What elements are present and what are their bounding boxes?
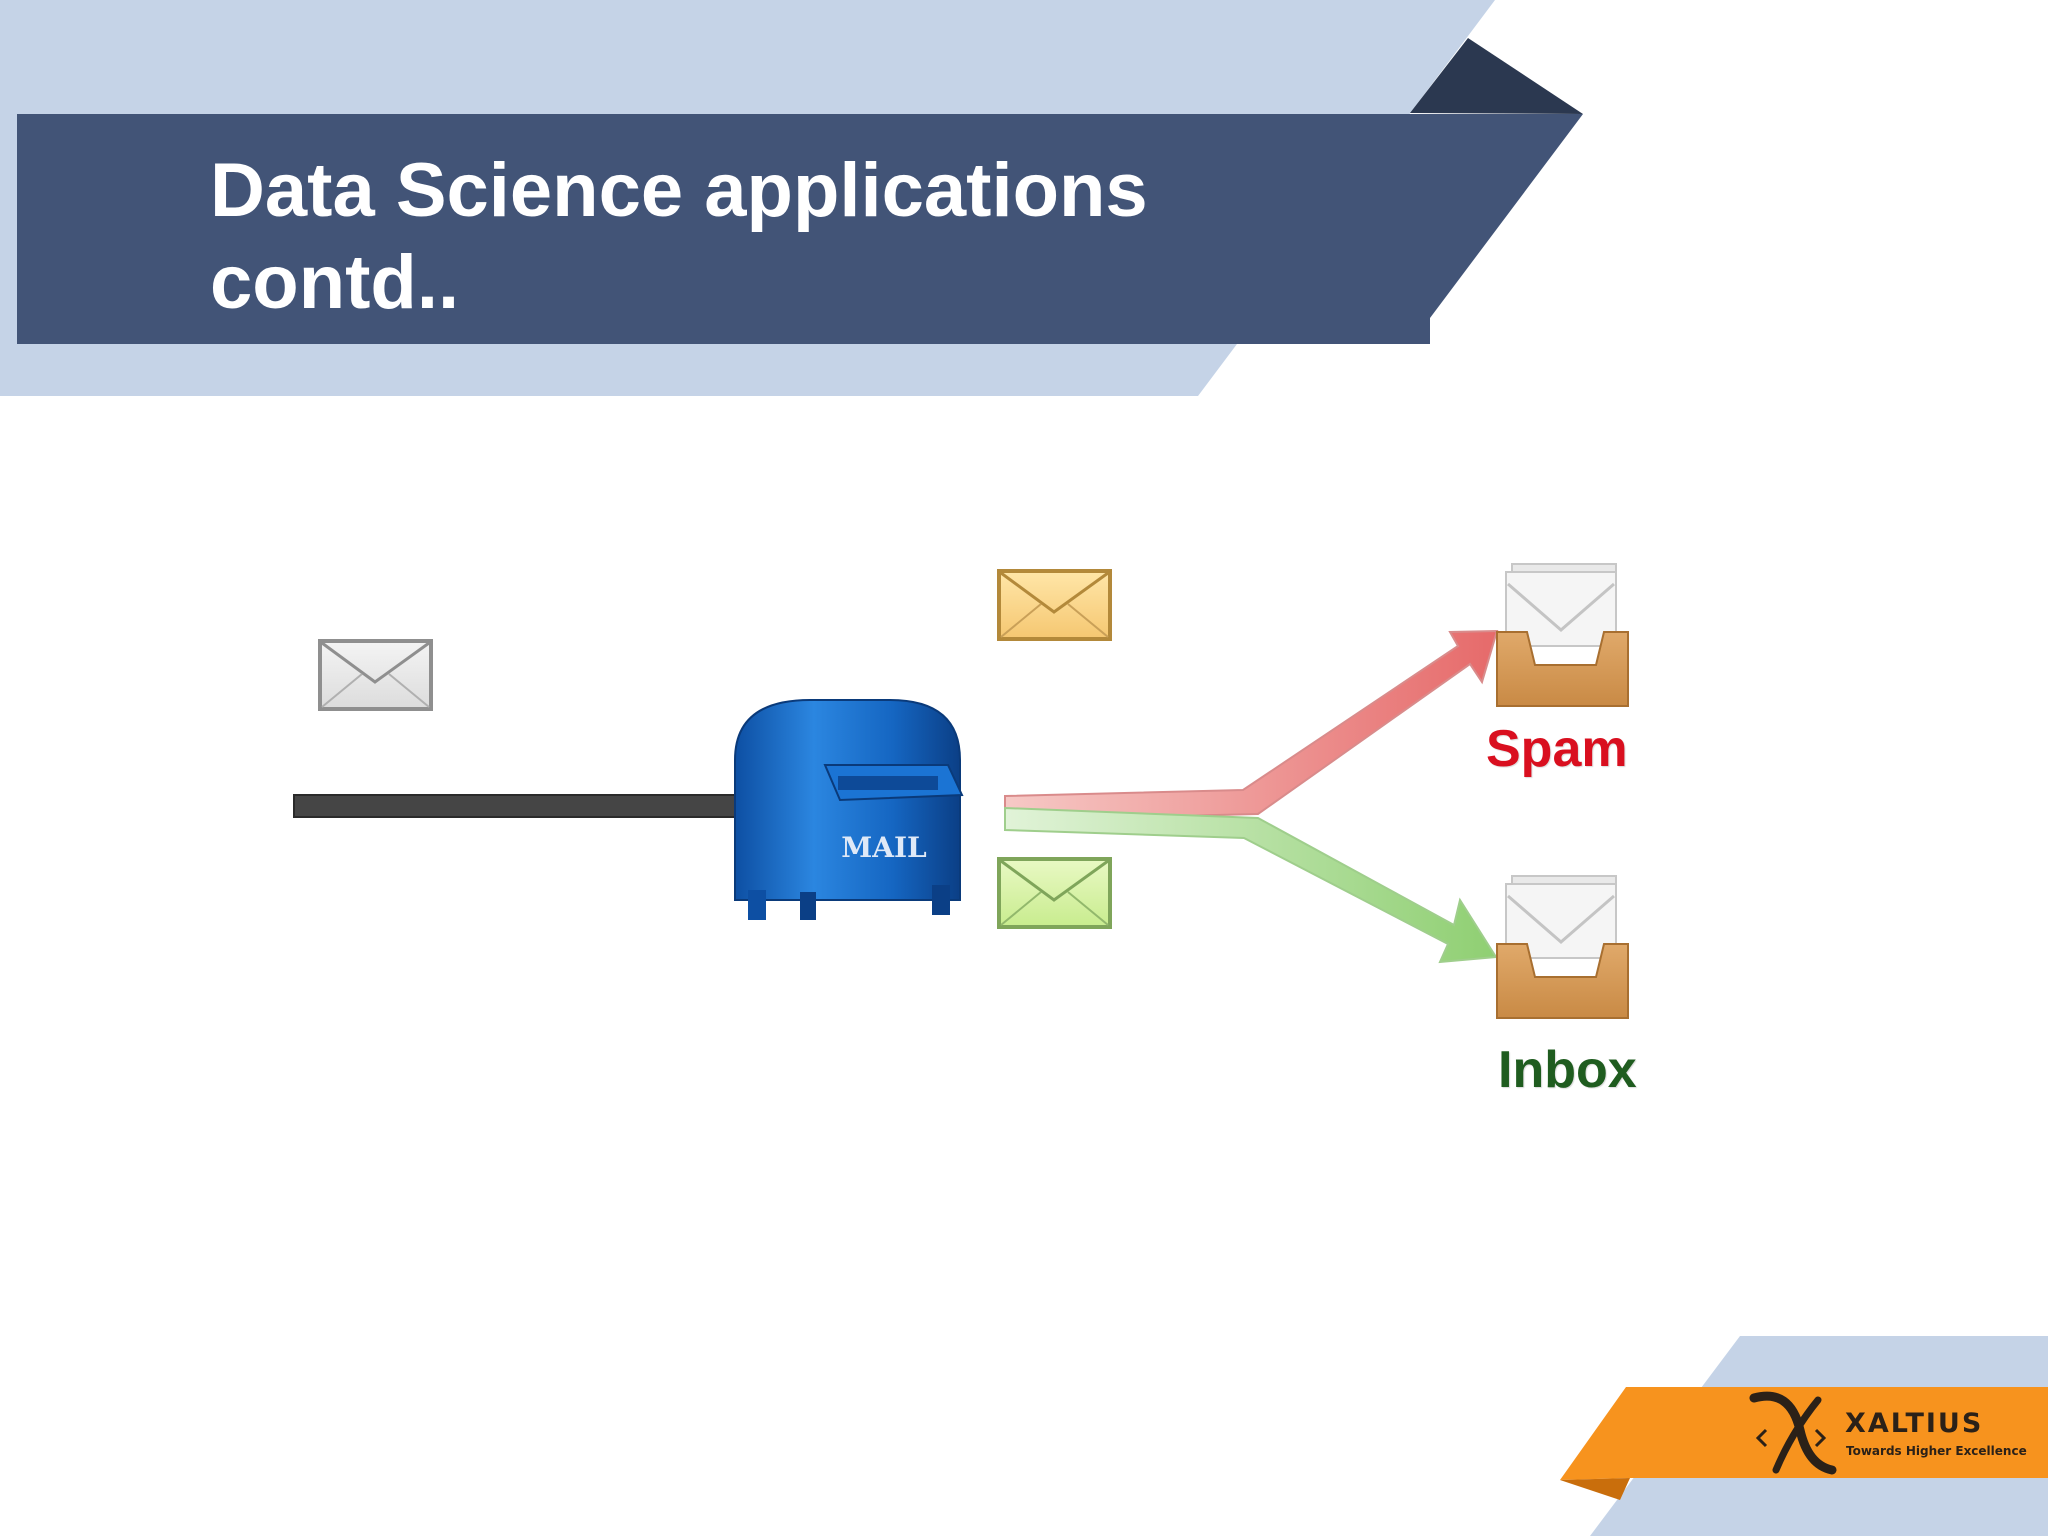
inbox-arrow [1004, 806, 1498, 964]
mailbox-text: MAIL [841, 831, 927, 864]
mailbox-icon: MAIL [734, 699, 964, 920]
mailbox-post [293, 794, 753, 818]
title-line-2: contd.. [210, 240, 460, 325]
spam-tray-icon [1496, 563, 1629, 707]
xaltius-logo-icon [1749, 1391, 1837, 1475]
envelope-ham-icon [997, 857, 1112, 929]
title-line-1: Data Science applications [210, 148, 1148, 233]
brand-tagline: Towards Higher Excellence [1846, 1444, 2027, 1458]
inbox-label: Inbox [1498, 1041, 1637, 1099]
page-title: Data Science applications contd.. [210, 145, 1210, 329]
spam-label: Spam [1486, 720, 1628, 778]
footer-orange-tail [1560, 1478, 1630, 1500]
envelope-spam-icon [997, 569, 1112, 641]
title-bar [17, 114, 1583, 344]
envelope-incoming-icon [318, 639, 433, 711]
inbox-tray-icon [1496, 875, 1629, 1019]
brand-name: XALTIUS [1845, 1408, 1984, 1439]
header-dark-corner [1410, 38, 1583, 114]
spam-arrow [1004, 629, 1499, 822]
